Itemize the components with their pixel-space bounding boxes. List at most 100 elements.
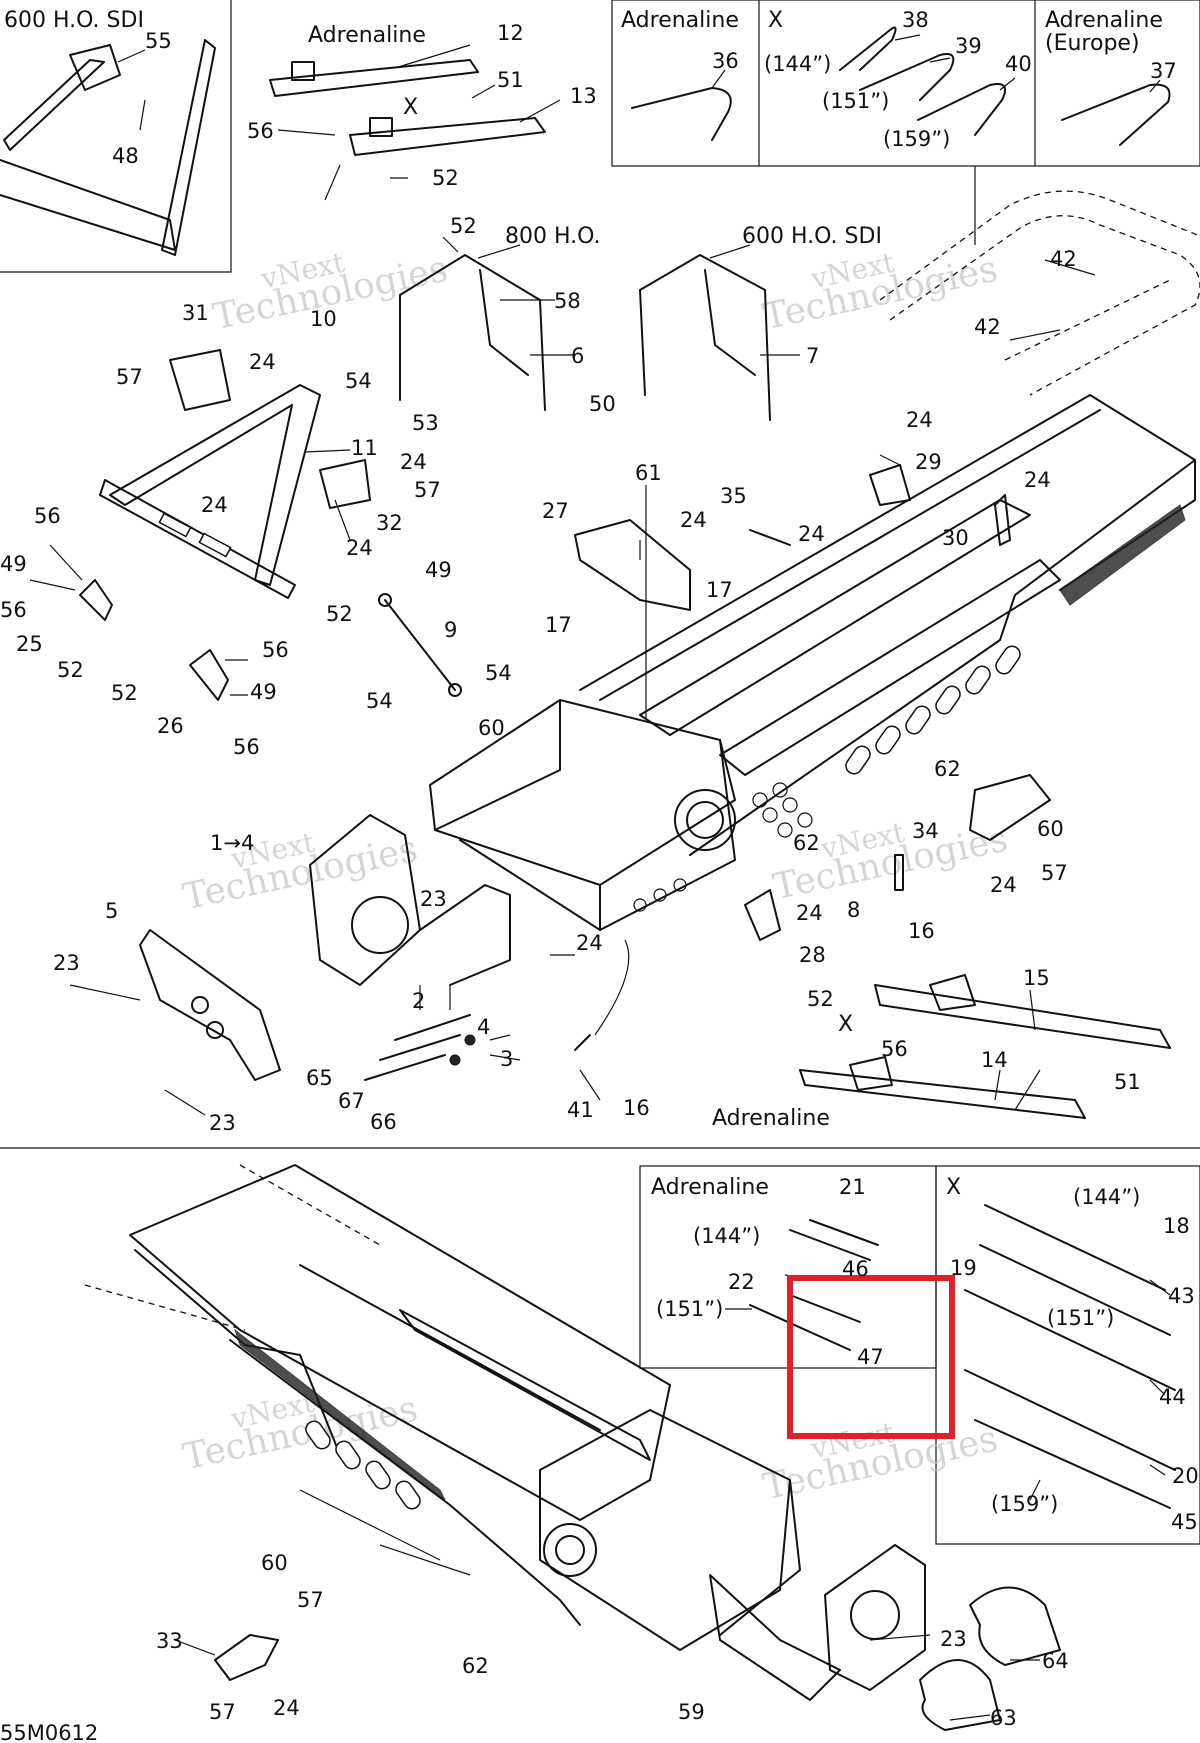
callout: 52 [326, 602, 353, 626]
callout: 28 [799, 943, 826, 967]
callout: 42 [1050, 247, 1077, 271]
lower-suspension-drawings [174, 1544, 1061, 1731]
callout: 60 [478, 716, 505, 740]
callout: 31 [182, 301, 209, 325]
size-labels: (144”) (151”) (159”) (144”) (151”) (144”… [656, 52, 1140, 1516]
title-600-ho-sdi-top: 600 H.O. SDI [4, 8, 144, 33]
callout: 2 [412, 989, 425, 1013]
chassis-tunnel-drawing [429, 394, 1196, 931]
callout: 30 [942, 526, 969, 550]
callout: 56 [233, 735, 260, 759]
callout: 13 [570, 84, 597, 108]
callout: 52 [57, 658, 84, 682]
callout: 62 [462, 1654, 489, 1678]
callout: 52 [450, 214, 477, 238]
callout: 49 [425, 558, 452, 582]
callout: 1→4 [210, 831, 254, 855]
callout: 16 [908, 919, 935, 943]
callout: 23 [209, 1111, 236, 1135]
callout: 57 [414, 478, 441, 502]
callout: 5 [105, 899, 118, 923]
steering-post-drawings [399, 236, 800, 421]
callout: 64 [1042, 1649, 1069, 1673]
callout: 51 [497, 68, 524, 92]
callout: 33 [156, 1629, 183, 1653]
callout: 24 [576, 931, 603, 955]
front-a-arm-drawing [99, 349, 371, 599]
callout: 24 [906, 408, 933, 432]
callout: 60 [261, 1551, 288, 1575]
callout: 43 [1168, 1284, 1195, 1308]
callout: 27 [542, 499, 569, 523]
size-144-adrenaline: (144”) [693, 1224, 760, 1248]
lower-bar-drawings [744, 774, 1171, 1119]
callout: 52 [432, 166, 459, 190]
callout: 32 [376, 511, 403, 535]
callout: 23 [420, 887, 447, 911]
callout: 67 [338, 1089, 365, 1113]
callout: 16 [623, 1096, 650, 1120]
callout: 55 [145, 29, 172, 53]
rail-drawings [725, 1204, 1176, 1509]
callout: 11 [351, 436, 378, 460]
callout: 18 [1163, 1214, 1190, 1238]
lower-cooler-slots [305, 1420, 421, 1510]
part-callouts: 55 48 12 51 13 56 52 36 38 39 40 37 52 1… [0, 8, 1199, 1730]
callout: 36 [712, 49, 739, 73]
callout: 24 [273, 1696, 300, 1720]
callout: 23 [940, 1627, 967, 1651]
callout: 52 [111, 681, 138, 705]
callout: 56 [262, 638, 289, 662]
sdi-a-frame-drawing [0, 39, 216, 256]
front-suspension-drawings [69, 814, 630, 1116]
callout: 4 [477, 1015, 490, 1039]
callout: 56 [34, 504, 61, 528]
callout: 65 [306, 1066, 333, 1090]
callout: 66 [370, 1110, 397, 1134]
callout: 9 [444, 618, 457, 642]
callout: 58 [554, 289, 581, 313]
callout: 56 [881, 1037, 908, 1061]
callout: 50 [589, 392, 616, 416]
highlight-box [787, 1275, 955, 1439]
variant-marker-x-lower: X [838, 1012, 853, 1037]
callout: 24 [680, 508, 707, 532]
callout: 24 [249, 350, 276, 374]
callout: 24 [346, 536, 373, 560]
title-adrenaline-europe-2: (Europe) [1045, 31, 1140, 56]
title-x-box: X [768, 8, 783, 33]
rear-bumper-outline [879, 166, 1200, 396]
callout: 48 [112, 144, 139, 168]
variant-marker-x-upper: X [403, 95, 418, 120]
callout: 54 [485, 661, 512, 685]
callout: 42 [974, 315, 1001, 339]
callout: 10 [310, 307, 337, 331]
callout: 57 [297, 1588, 324, 1612]
size-159-top: (159”) [883, 127, 950, 151]
size-151-adrenaline: (151”) [656, 1297, 723, 1321]
title-adrenaline-bottom: Adrenaline [712, 1106, 830, 1131]
size-144-x: (144”) [1073, 1185, 1140, 1209]
callout: 24 [1024, 468, 1051, 492]
front-bracket-drawings [29, 544, 462, 701]
callout: 56 [0, 598, 27, 622]
title-x-lower-box: X [946, 1175, 961, 1200]
callout: 60 [1037, 817, 1064, 841]
callout: 3 [500, 1047, 513, 1071]
callout: 24 [990, 873, 1017, 897]
callout: 17 [545, 613, 572, 637]
callout: 17 [706, 578, 733, 602]
callout: 15 [1023, 966, 1050, 990]
cooler-slots [845, 645, 1021, 775]
callout: 35 [720, 484, 747, 508]
callout: 40 [1005, 52, 1032, 76]
title-adrenaline-top: Adrenaline [308, 23, 426, 48]
callout: 26 [157, 714, 184, 738]
callout: 25 [16, 632, 43, 656]
callout: 19 [950, 1256, 977, 1280]
callout: 22 [728, 1270, 755, 1294]
grab-handle-drawings [631, 26, 1171, 146]
upper-bracket-drawings [574, 464, 1011, 611]
